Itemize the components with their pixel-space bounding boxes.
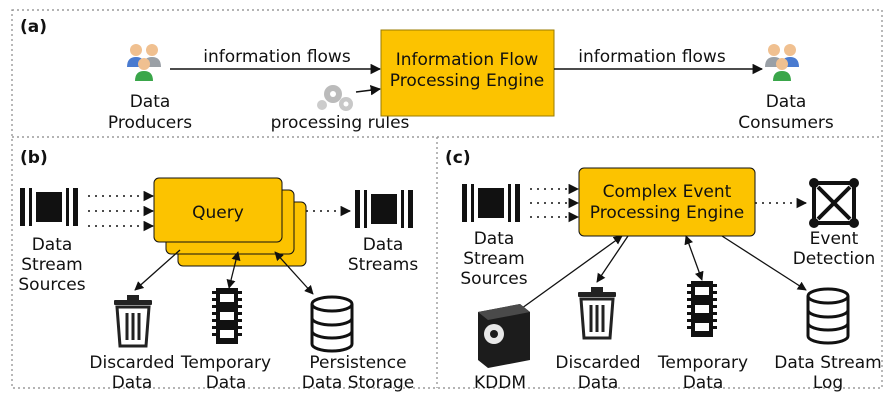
information-flow-engine-box (380, 29, 555, 117)
c-database-icon (806, 287, 850, 345)
c-discard-arrow (596, 235, 629, 283)
b-stream-sources-icon (20, 188, 78, 226)
flow-out-label: information flows (578, 47, 726, 67)
panel-b-tag: (b) (20, 148, 48, 168)
rules-label: processing rules (271, 113, 410, 133)
event-label-1: Event (810, 229, 859, 249)
b-data-streams-icon (355, 190, 413, 228)
panel-a-tag: (a) (20, 17, 47, 37)
b-sources-label-1: Data (32, 235, 73, 255)
consumers-label-1: Data (766, 92, 807, 112)
b-sources-label-3: Sources (18, 275, 85, 295)
cep-engine-label-2: Processing Engine (590, 203, 744, 223)
b-temporary-arrow (226, 251, 241, 289)
flow-in-label: information flows (203, 47, 351, 67)
rules-arrow (355, 84, 382, 96)
b-input-dotted-arrows (88, 190, 155, 232)
c-stream-sources-icon (462, 184, 520, 222)
c-temporary-label-1: Temporary (657, 353, 748, 373)
b-streams-label-1: Data (363, 235, 404, 255)
b-memory-icon (212, 288, 242, 344)
c-temporary-label-2: Data (683, 373, 724, 393)
b-trash-icon (112, 293, 154, 348)
b-temporary-label-1: Temporary (180, 353, 271, 373)
c-discarded-label-2: Data (578, 373, 619, 393)
b-persistence-arrow (274, 251, 314, 295)
c-input-dotted-arrows (530, 183, 580, 223)
outer-border (11, 9, 883, 389)
b-discard-arrow (134, 249, 181, 291)
cep-engine-box (578, 167, 756, 237)
b-database-icon (310, 295, 354, 353)
if-engine-label-2: Processing Engine (390, 71, 544, 91)
event-detection-icon (809, 178, 859, 228)
processing-rules-gear-icon (317, 85, 353, 111)
c-sources-label-2: Stream (463, 249, 525, 269)
b-discarded-label-1: Discarded (89, 353, 174, 373)
b-discarded-label-2: Data (112, 373, 153, 393)
b-temporary-label-2: Data (206, 373, 247, 393)
kddm-label: KDDM (474, 373, 526, 393)
panel-c-tag: (c) (445, 148, 471, 168)
event-label-2: Detection (793, 249, 876, 269)
cep-engine-label-1: Complex Event (603, 182, 732, 202)
c-log-label-1: Data Stream (774, 353, 882, 373)
if-engine-label-1: Information Flow (396, 50, 539, 70)
producers-people-icon (127, 44, 161, 81)
consumers-people-icon (765, 44, 799, 81)
c-sources-label-1: Data (474, 229, 515, 249)
c-log-label-2: Log (813, 373, 843, 393)
kddm-box-icon (478, 304, 530, 368)
b-streams-label-2: Streams (348, 255, 419, 275)
c-kddm-arrow (510, 235, 623, 317)
c-discarded-label-1: Discarded (555, 353, 640, 373)
b-persistence-label-1: Persistence (309, 353, 406, 373)
c-trash-icon (576, 285, 618, 340)
b-persistence-label-2: Data Storage (302, 373, 415, 393)
query-box-stack (153, 177, 307, 267)
producers-label-2: Producers (108, 113, 192, 133)
consumers-label-2: Consumers (738, 113, 834, 133)
b-sources-label-2: Stream (21, 255, 83, 275)
c-memory-icon (687, 281, 717, 337)
c-log-arrow (721, 235, 807, 291)
producers-label-1: Data (130, 92, 171, 112)
c-temporary-arrow (684, 235, 704, 281)
query-label: Query (192, 203, 244, 223)
c-sources-label-3: Sources (460, 269, 527, 289)
